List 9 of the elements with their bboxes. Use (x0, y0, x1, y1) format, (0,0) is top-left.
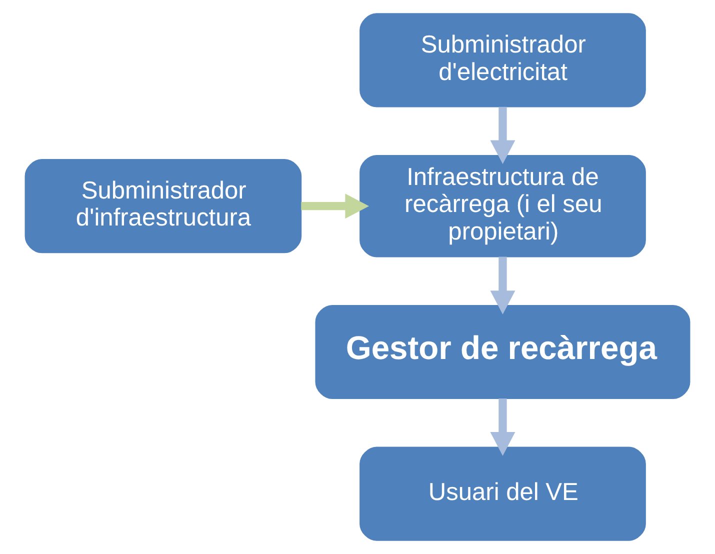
node-box: Usuari del VE (360, 446, 646, 541)
node-box: Gestor de recàrrega (315, 304, 690, 400)
node-box: Subministrador d'infraestructura (24, 159, 302, 254)
arrow (301, 194, 369, 219)
arrow (490, 398, 516, 456)
node-box: Infraestructura de recàrrega (i el seu propietari) (360, 154, 646, 258)
node-box: Subministrador d'electricitat (360, 13, 646, 108)
arrow (490, 256, 516, 314)
arrow (490, 106, 516, 164)
